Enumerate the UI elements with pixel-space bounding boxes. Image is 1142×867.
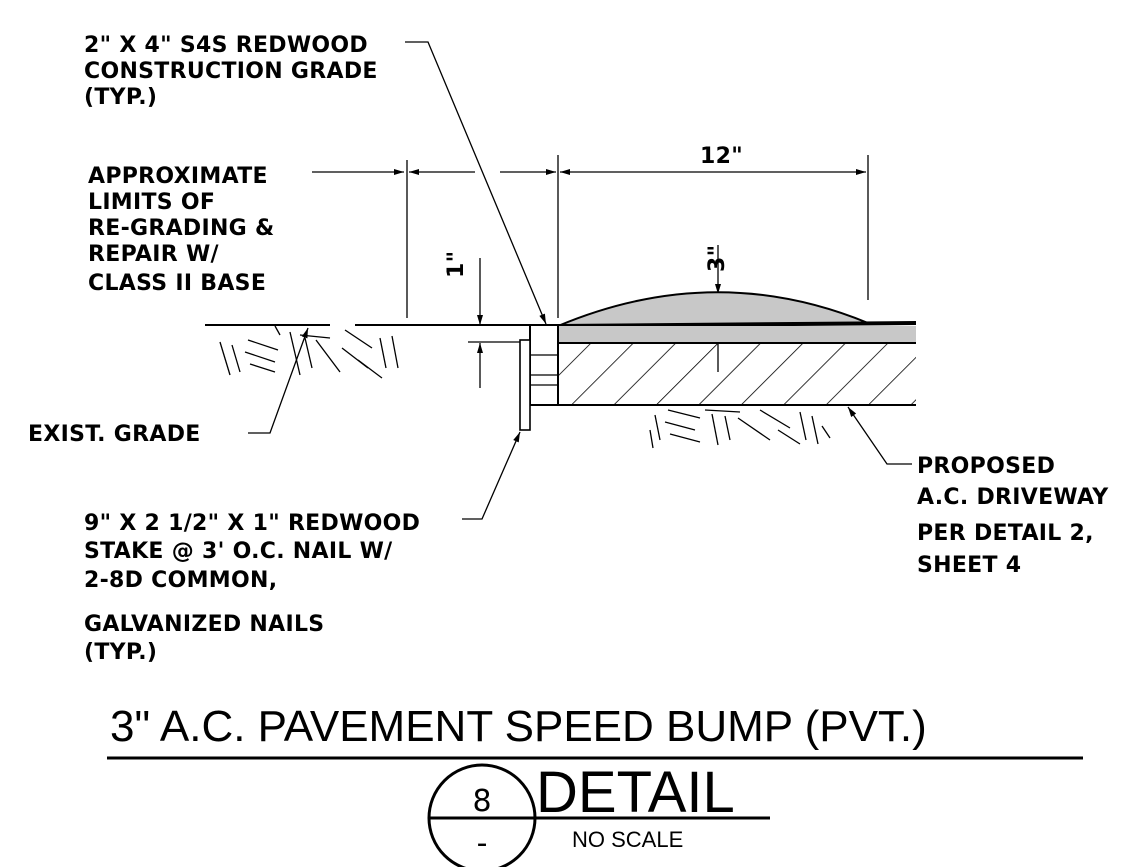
stake-note: 9" X 2 1/2" X 1" REDWOOD STAKE @ 3' O.C.… (84, 431, 521, 665)
detail-callout: 8 - DETAIL NO SCALE (427, 760, 770, 867)
redwood-board-line-3: (TYP.) (84, 85, 157, 110)
redwood-board-note: 2" X 4" S4S REDWOOD CONSTRUCTION GRADE (… (84, 33, 547, 325)
width-dimension-label: 12" (700, 144, 743, 169)
step-label: 1" (444, 251, 469, 278)
driveway-line-1: PROPOSED (917, 454, 1055, 479)
regrading-line-3: RE-GRADING & (88, 216, 275, 241)
detail-scale: NO SCALE (572, 827, 683, 852)
title-text: 3" A.C. PAVEMENT SPEED BUMP (PVT.) (110, 702, 927, 751)
regrading-note: APPROXIMATE LIMITS OF RE-GRADING & REPAI… (88, 164, 404, 296)
redwood-stake (519, 339, 531, 431)
detail-word: DETAIL (536, 760, 735, 825)
regrading-line-1: APPROXIMATE (88, 164, 268, 189)
width-dimension: 12" (406, 144, 869, 318)
driveway-line-2: A.C. DRIVEWAY (917, 485, 1109, 510)
driveway-note: PROPOSED A.C. DRIVEWAY PER DETAIL 2, SHE… (847, 406, 1109, 578)
speed-bump (557, 291, 869, 329)
stake-line-1: 9" X 2 1/2" X 1" REDWOOD (84, 511, 420, 536)
step-dimension: 1" (444, 251, 520, 388)
stake-line-2: STAKE @ 3' O.C. NAIL W/ (84, 539, 393, 564)
regrading-line-2: LIMITS OF (88, 190, 215, 215)
redwood-board (529, 324, 559, 406)
redwood-board-line-2: CONSTRUCTION GRADE (84, 59, 378, 84)
driveway-line-4: SHEET 4 (917, 553, 1021, 578)
regrading-line-4: REPAIR W/ (88, 242, 220, 267)
driveway-line-3: PER DETAIL 2, (917, 521, 1094, 546)
exist-grade-note: EXIST. GRADE (28, 327, 309, 447)
stake-line-4: GALVANIZED NAILS (84, 612, 324, 637)
regrading-line-5: CLASS II BASE (88, 271, 266, 296)
redwood-board-line-1: 2" X 4" S4S REDWOOD (84, 33, 368, 58)
detail-title: 3" A.C. PAVEMENT SPEED BUMP (PVT.) (107, 702, 1083, 760)
exist-grade-label: EXIST. GRADE (28, 422, 201, 447)
base-layer (558, 343, 916, 405)
detail-sheet: - (477, 826, 488, 861)
existing-ground (205, 324, 530, 379)
ac-layer (558, 326, 916, 343)
redwood-board-leader (405, 41, 547, 325)
pavement-section (557, 291, 917, 449)
stake-line-3: 2-8D COMMON, (84, 568, 277, 593)
detail-number: 8 (472, 784, 491, 819)
stake-line-5: (TYP.) (84, 640, 157, 665)
